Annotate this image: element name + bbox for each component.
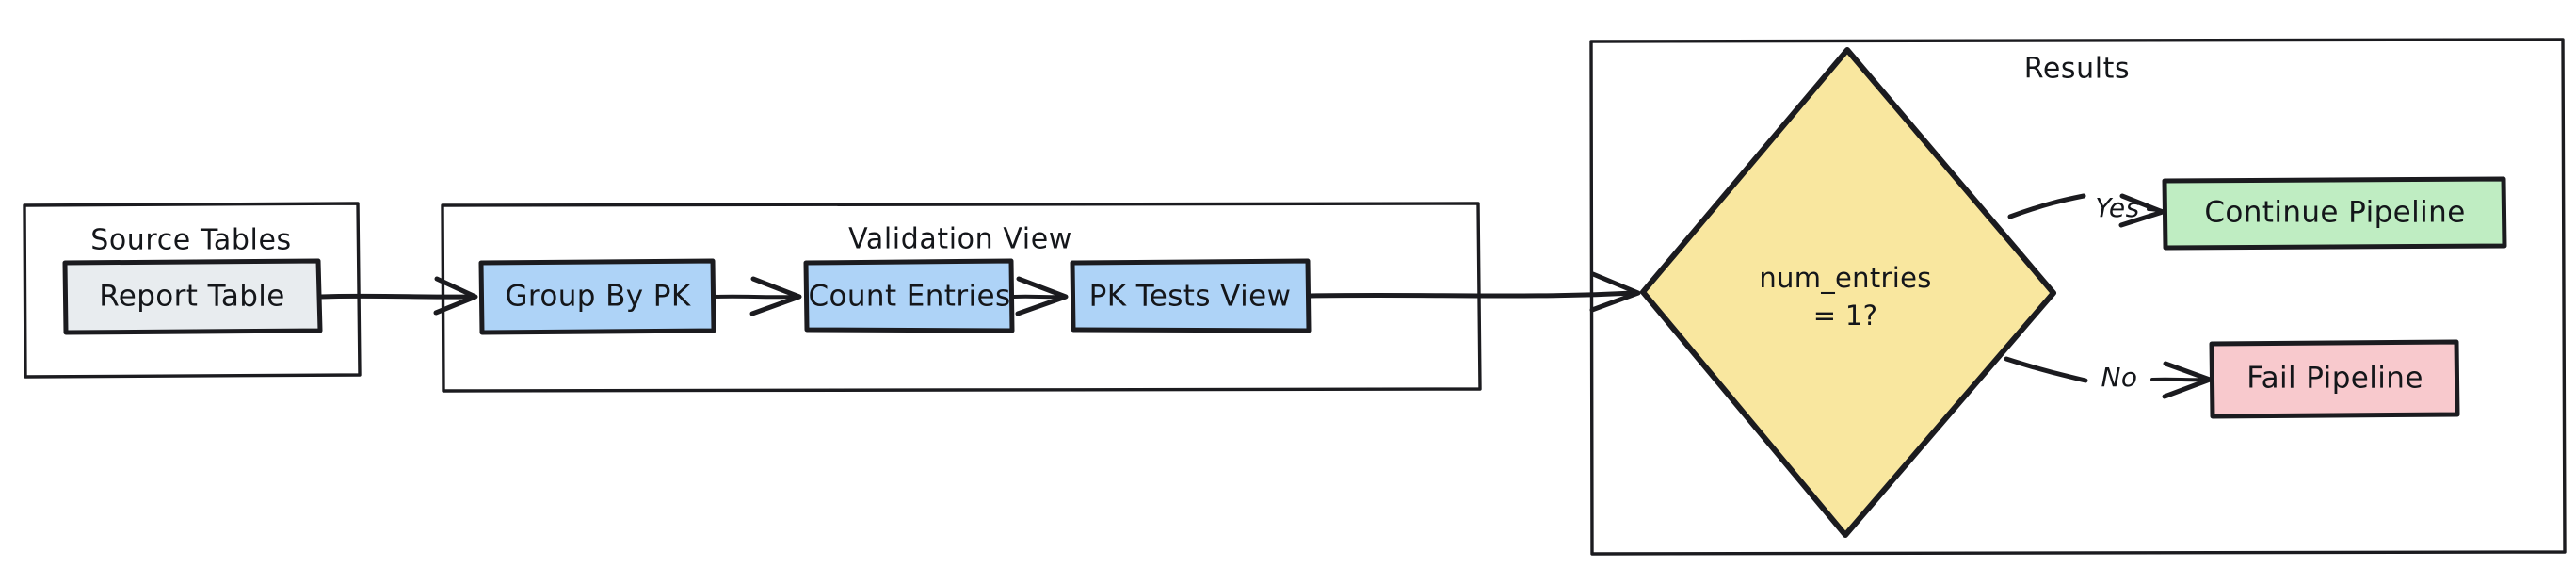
- group-by-pk-border: [478, 258, 716, 335]
- fail-pipeline-border: [2209, 339, 2460, 419]
- edge-line-yes: [2007, 193, 2086, 219]
- results-container: [1589, 38, 2567, 556]
- fail-pipeline-label: Fail Pipeline: [2246, 362, 2423, 396]
- edge-count-entries-to-pk-tests-view: [1012, 276, 1069, 316]
- edge-line: [714, 294, 797, 300]
- node-group-by-pk[interactable]: Group By PK: [478, 258, 716, 335]
- group-results: Results num_entries = 1? Continue Pipeli…: [1589, 38, 2567, 556]
- validation-view-label: Validation View: [848, 223, 1072, 256]
- group-by-pk-fill: [481, 261, 714, 333]
- report-table-fill: [65, 261, 320, 333]
- node-fail-pipeline[interactable]: Fail Pipeline: [2209, 339, 2460, 419]
- validation-view-container: [441, 202, 1482, 393]
- node-report-table[interactable]: Report Table: [62, 258, 323, 335]
- node-count-entries[interactable]: Count Entries: [803, 258, 1015, 333]
- edge-line: [318, 293, 474, 300]
- node-decision-num-entries[interactable]: num_entries = 1?: [1640, 47, 2056, 538]
- edge-report-table-to-group-by-pk: [318, 276, 478, 316]
- source-tables-label: Source Tables: [90, 224, 292, 257]
- node-continue-pipeline[interactable]: Continue Pipeline: [2162, 176, 2507, 251]
- continue-pipeline-fill: [2165, 179, 2504, 248]
- edge-label-no: No: [2101, 362, 2137, 393]
- fail-pipeline-fill: [2212, 342, 2457, 416]
- pk-tests-view-border: [1070, 258, 1312, 333]
- node-pk-tests-view[interactable]: PK Tests View: [1070, 258, 1312, 333]
- arrowhead-icon: [1589, 271, 1641, 313]
- edge-decision-to-fail-pipeline: No: [2004, 356, 2213, 399]
- results-label: Results: [2024, 53, 2131, 86]
- count-entries-border: [803, 258, 1015, 333]
- edge-line: [1012, 294, 1064, 300]
- decision-label-line1: num_entries: [1759, 262, 1931, 294]
- edge-decision-to-continue-pipeline: Yes: [2007, 192, 2165, 228]
- arrowhead-icon: [1015, 276, 1069, 316]
- arrowhead-icon: [2162, 361, 2213, 399]
- edge-line: [1308, 290, 1636, 299]
- continue-pipeline-label: Continue Pipeline: [2204, 196, 2465, 230]
- group-validation-view: Validation View Group By PK Count Entrie…: [441, 202, 1482, 393]
- source-tables-container: [23, 202, 362, 379]
- count-entries-label: Count Entries: [808, 280, 1010, 314]
- arrowhead-icon: [433, 276, 478, 316]
- report-table-label: Report Table: [99, 280, 285, 314]
- arrowhead-icon: [2118, 193, 2165, 228]
- edge-pk-tests-view-to-decision: [1308, 271, 1641, 313]
- report-table-border: [62, 258, 323, 335]
- pk-tests-view-label: PK Tests View: [1089, 280, 1292, 314]
- count-entries-fill: [806, 261, 1012, 331]
- edge-group-by-pk-to-count-entries: [714, 276, 802, 316]
- arrowhead-icon: [749, 276, 802, 316]
- decision-border: [1640, 47, 2056, 538]
- continue-pipeline-border: [2162, 176, 2507, 251]
- edge-line-no: [2004, 356, 2088, 383]
- group-source-tables: Source Tables Report Table: [23, 202, 362, 379]
- group-by-pk-label: Group By PK: [505, 280, 690, 314]
- edge-line-no-tail: [2150, 377, 2209, 382]
- decision-label-line2: = 1?: [1813, 300, 1878, 332]
- pk-tests-view-fill: [1072, 261, 1309, 331]
- edge-label-yes: Yes: [2095, 192, 2139, 223]
